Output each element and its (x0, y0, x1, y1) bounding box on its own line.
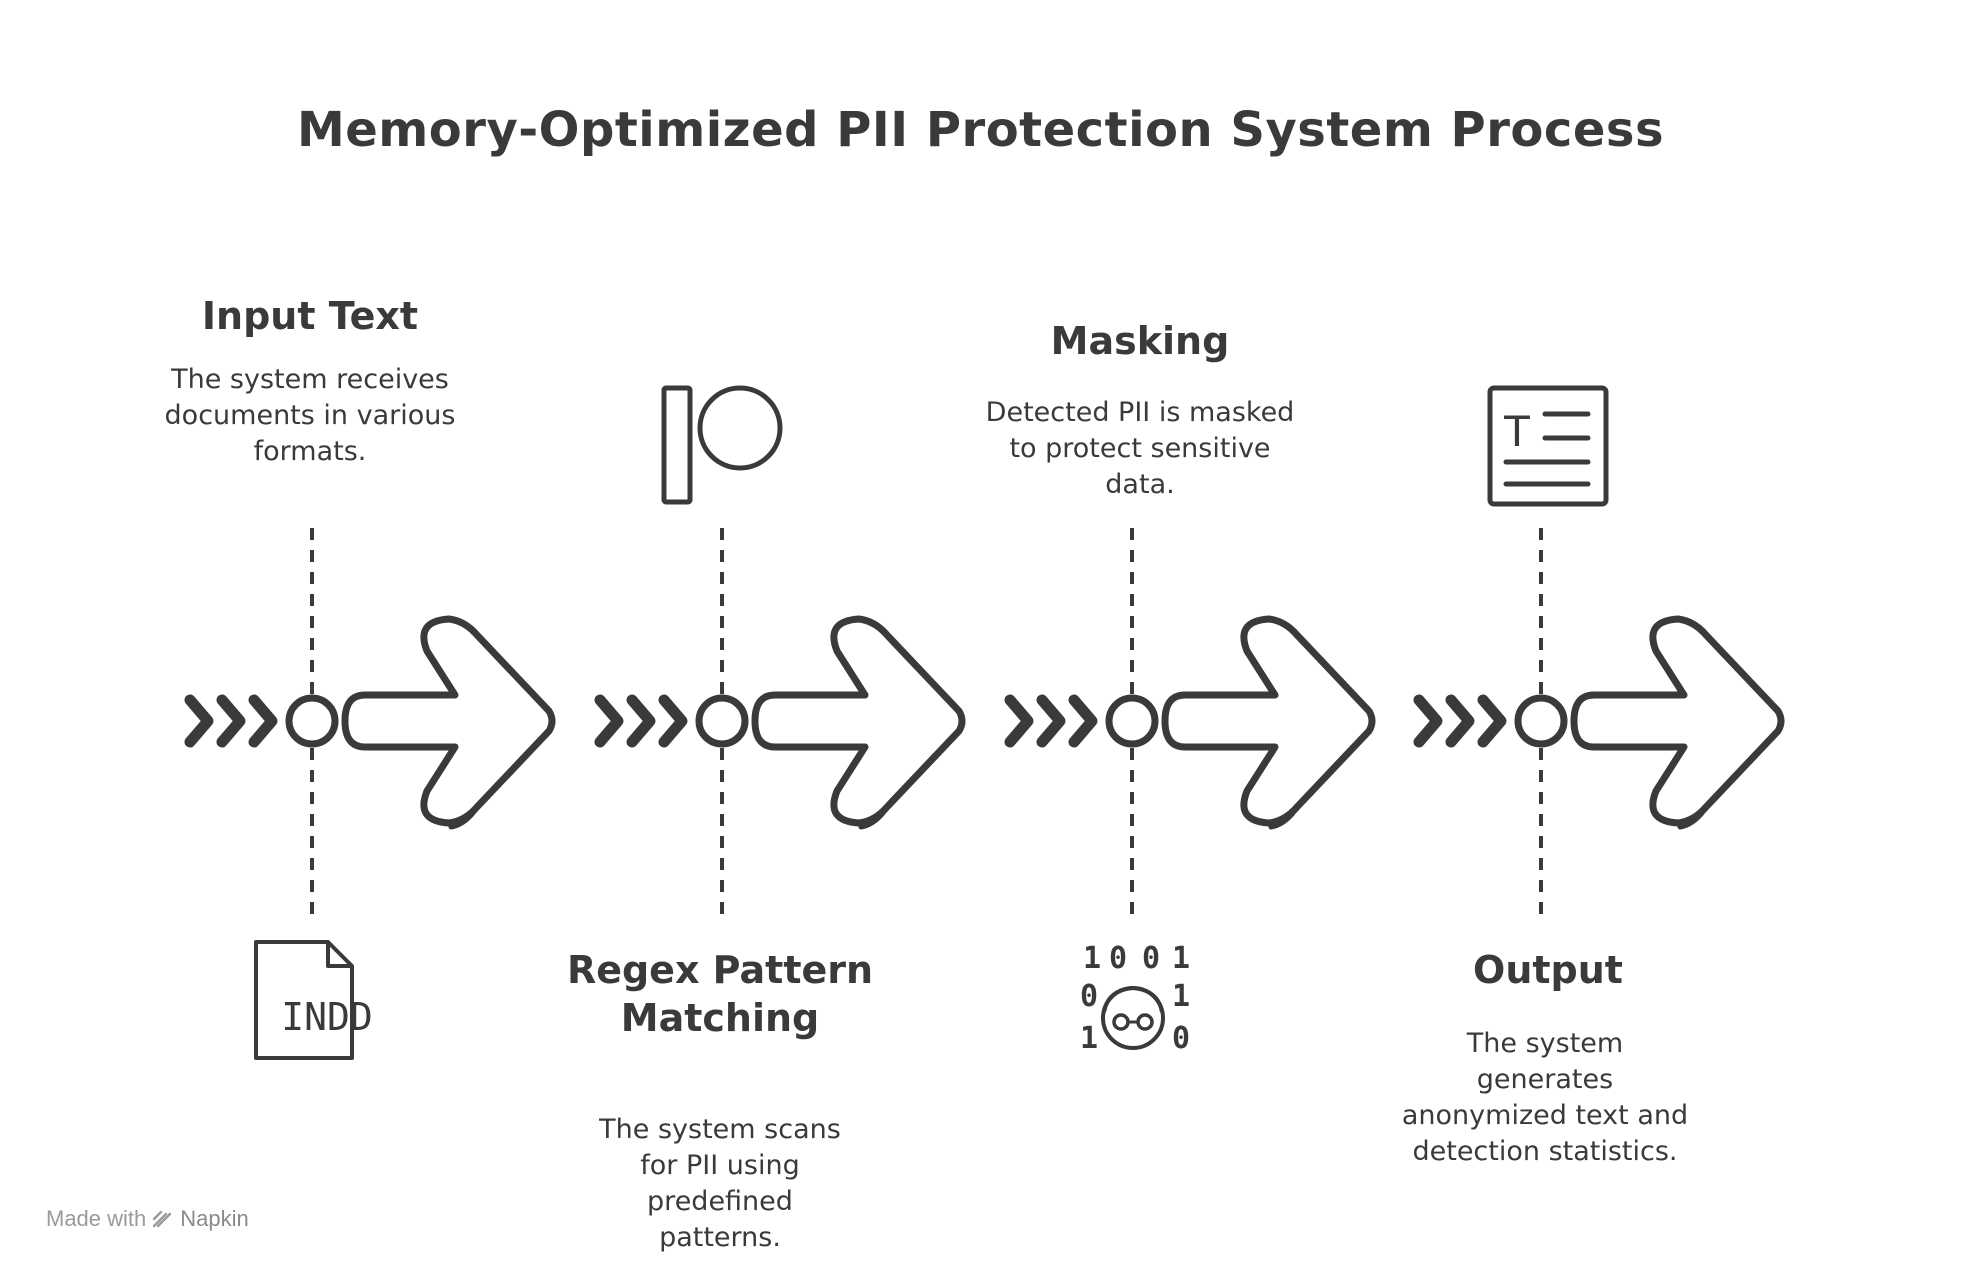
step-2-title: Regex Pattern Matching (566, 948, 874, 1040)
binary-digit: 0 (1172, 1021, 1190, 1056)
arrow-right-icon (1574, 619, 1781, 827)
step-4-title: Output (1473, 948, 1623, 992)
indd-icon-label: INDD (281, 995, 373, 1039)
step-2-timeline (600, 528, 962, 920)
chevron-icon (1074, 700, 1092, 742)
step-3-title: Masking (1050, 319, 1230, 363)
step-4-timeline (1419, 528, 1781, 920)
footer-credit: Made with Napkin (46, 1206, 249, 1232)
arrow-right-icon (1165, 619, 1372, 827)
chevron-icon (254, 700, 272, 742)
step-1-title: Input Text (201, 294, 419, 338)
chevron-icon (222, 700, 240, 742)
step-1-description: The system receives documents in various… (164, 364, 456, 467)
chevron-icon (1042, 700, 1060, 742)
text-document-icon: T (1487, 385, 1609, 507)
binary-digit: 0 (1142, 941, 1160, 976)
footer-prefix: Made with (46, 1206, 147, 1231)
binary-digit: 0 (1080, 979, 1098, 1014)
chevron-icon (1010, 700, 1028, 742)
step-3-timeline (1010, 528, 1372, 920)
arrow-right-icon (345, 619, 552, 827)
footer-brand: Napkin (180, 1206, 249, 1231)
indd-file-icon: INDD (254, 940, 373, 1060)
document-icon-letter: T (1503, 407, 1530, 456)
pattern-icon (661, 385, 783, 505)
step-2-description: The system scans for PII using predefine… (599, 1114, 841, 1253)
step-4-node (1514, 694, 1568, 748)
binary-digit: 1 (1083, 941, 1101, 976)
step-1-node (285, 694, 339, 748)
chevron-icon (1419, 700, 1437, 742)
step-4-description: The system generates anonymized text and… (1401, 1028, 1689, 1167)
arrow-right-icon (755, 619, 962, 827)
chevron-icon (1451, 700, 1469, 742)
step-3-description: Detected PII is masked to protect sensit… (985, 397, 1295, 500)
diagram-title: Memory-Optimized PII Protection System P… (296, 102, 1665, 158)
step-3-node (1105, 694, 1159, 748)
chevron-icon (664, 700, 682, 742)
napkin-logo-icon (153, 1210, 172, 1228)
step-1-timeline (190, 528, 552, 920)
chevron-icon (632, 700, 650, 742)
binary-digit: 0 (1109, 941, 1127, 976)
step-2-node (695, 694, 749, 748)
binary-digit: 1 (1080, 1021, 1098, 1056)
binary-digit: 1 (1172, 941, 1190, 976)
chevron-icon (1483, 700, 1501, 742)
chevron-icon (600, 700, 618, 742)
binary-hacker-icon: 1 0 0 1 0 1 1 0 (1080, 941, 1190, 1056)
binary-digit: 1 (1172, 979, 1190, 1014)
chevron-icon (190, 700, 208, 742)
